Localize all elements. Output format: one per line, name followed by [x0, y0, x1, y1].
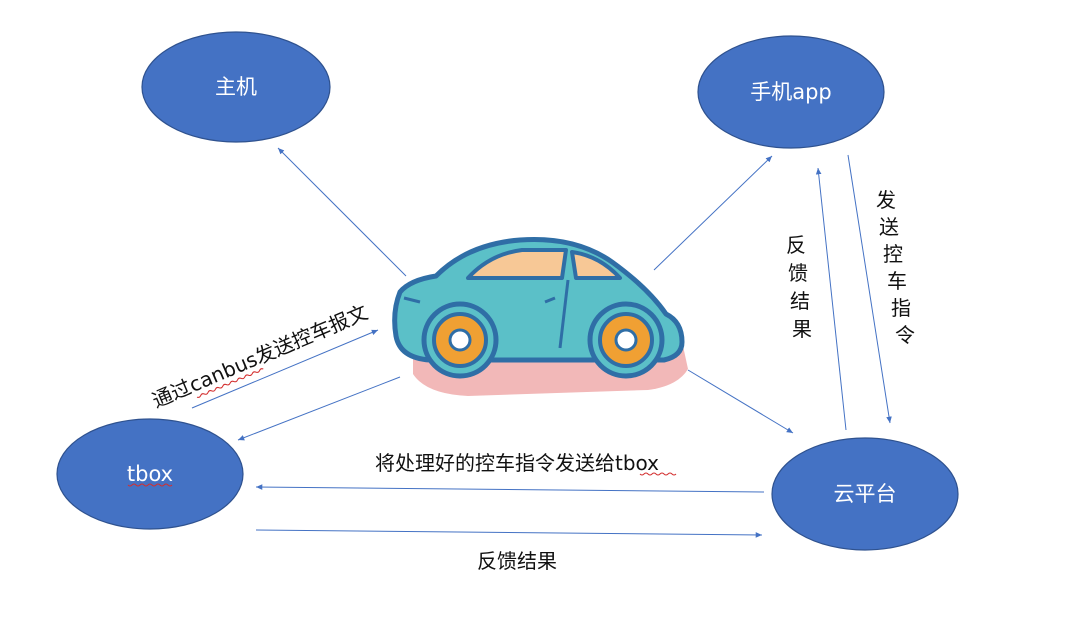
spellcheck-squiggle [639, 472, 677, 476]
arrow-cloud-to-tbox [255, 484, 765, 493]
svg-text:送: 送 [879, 215, 899, 239]
arrow-phone-app-to-cloud [847, 154, 892, 424]
car-rear-window [570, 250, 622, 280]
svg-text:指: 指 [891, 296, 911, 320]
node-tbox: tbox [56, 418, 244, 530]
node-host-label: 主机 [215, 75, 257, 99]
arrow-tbox-to-car [191, 329, 379, 409]
node-phone-app-label: 手机app [750, 80, 832, 104]
car-light [403, 296, 421, 304]
svg-text:果: 果 [792, 317, 812, 341]
svg-text:发: 发 [876, 188, 896, 212]
node-host: 主机 [141, 31, 331, 143]
svg-text:车: 车 [887, 269, 907, 293]
car-door-line [558, 279, 570, 349]
node-phone-app: 手机app [697, 35, 885, 149]
svg-text:控: 控 [883, 242, 903, 266]
car-icon [392, 237, 688, 396]
svg-text:结: 结 [790, 289, 810, 313]
arrow-car-to-cloud [687, 369, 794, 434]
node-tbox-label: tbox [127, 462, 173, 486]
label-canbus-send: 通过canbus发送控车报文 [149, 300, 372, 413]
node-cloud: 云平台 [771, 437, 959, 551]
spellcheck-squiggle [196, 368, 264, 398]
svg-text:令: 令 [895, 323, 915, 347]
node-cloud-label: 云平台 [834, 482, 897, 506]
car-rear-wheel [587, 301, 665, 379]
arrow-cloud-to-phone-app [815, 167, 847, 431]
car-front-wheel [421, 301, 499, 379]
label-tbox-feedback: 反馈结果 [477, 549, 557, 573]
arrow-car-to-host [277, 147, 407, 277]
car-front-window [466, 248, 568, 280]
label-phone-send-vertical: 发 送 控 车 指 令 [876, 188, 915, 347]
arrow-car-to-tbox [237, 376, 401, 441]
svg-text:反: 反 [786, 233, 806, 257]
arrow-car-to-phone-app [653, 155, 773, 271]
arrow-tbox-to-cloud [255, 529, 763, 538]
label-phone-feedback-vertical: 反 馈 结 果 [786, 233, 812, 341]
spellcheck-squiggle [127, 483, 173, 487]
label-cloud-to-tbox: 将处理好的控车指令发送给tbox [375, 451, 659, 475]
svg-text:馈: 馈 [788, 261, 808, 285]
car-door-handle [544, 296, 556, 304]
